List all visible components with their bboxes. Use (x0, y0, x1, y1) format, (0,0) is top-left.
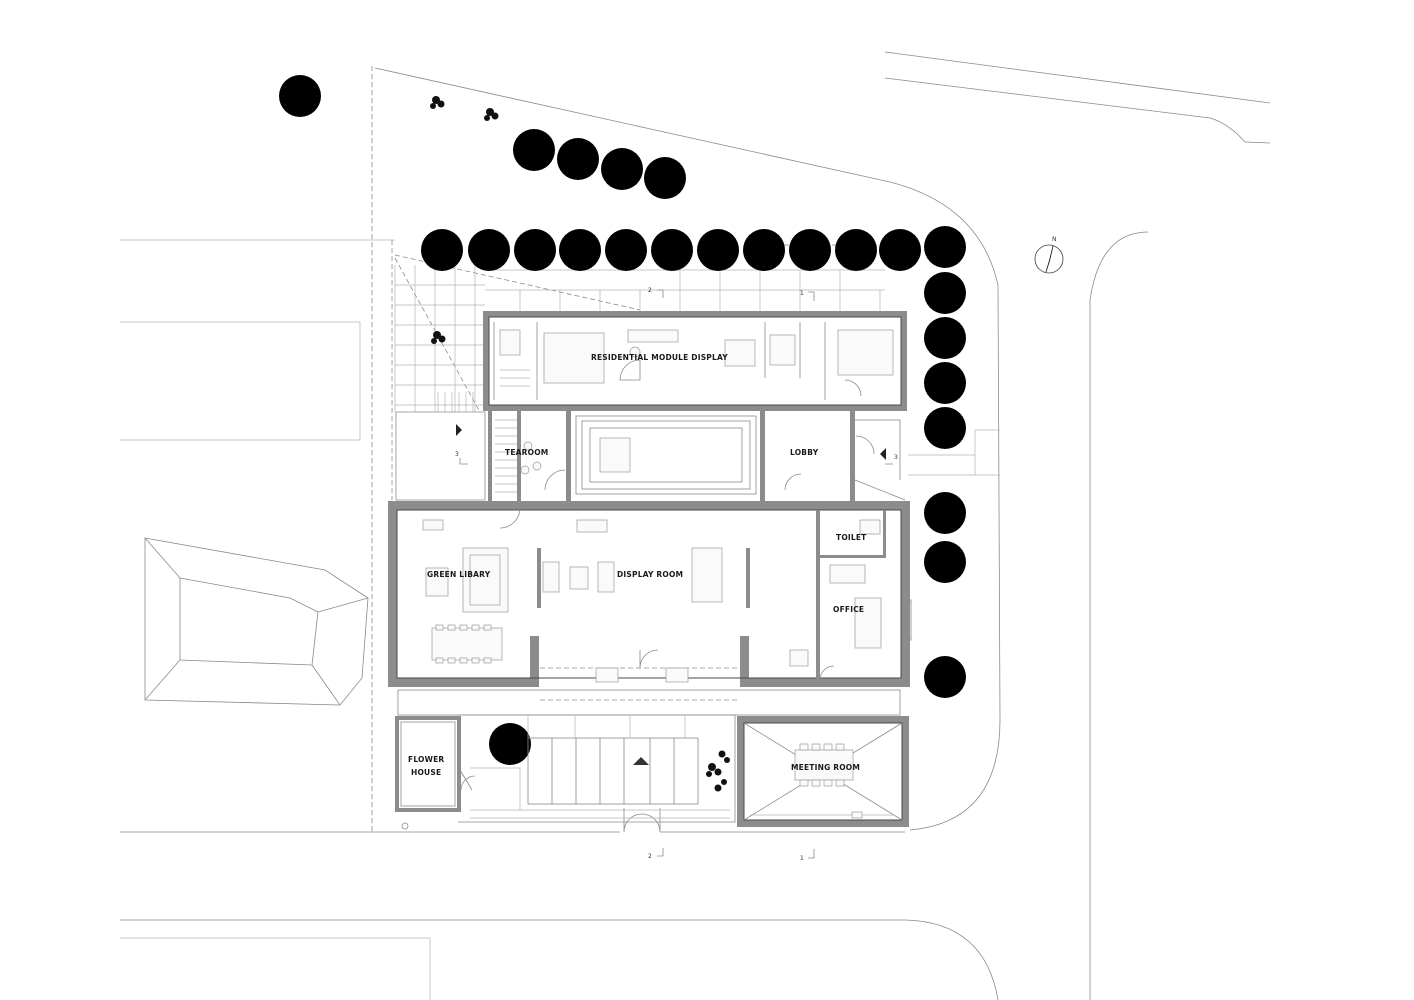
south-terrace (397, 667, 901, 833)
room-label-green-library: GREEN LIBARY (427, 570, 491, 579)
shrub-icon (431, 331, 446, 344)
room-label-tearoom: TEAROOM (505, 448, 548, 457)
tree-icon (279, 75, 321, 117)
tree-icon (924, 492, 966, 534)
meeting-room-block (737, 716, 909, 827)
section-mark-bottom-1: 1 (800, 849, 815, 862)
svg-text:3: 3 (455, 451, 459, 458)
room-label-office: OFFICE (833, 605, 864, 614)
shrubs (430, 96, 730, 792)
tree-icon (743, 229, 785, 271)
tree-icon (924, 226, 966, 268)
tree-icon (924, 541, 966, 583)
tree-icon (605, 229, 647, 271)
tree-icon (559, 229, 601, 271)
residential-module (483, 311, 907, 411)
tree-icon (644, 157, 686, 199)
svg-text:3: 3 (894, 454, 898, 461)
tree-icon (651, 229, 693, 271)
room-label-display-room: DISPLAY ROOM (617, 570, 683, 579)
flower-house (395, 716, 476, 812)
section-mark-bottom-2: 2 (648, 848, 664, 860)
main-hall (388, 501, 912, 687)
site-context (120, 51, 1271, 1000)
tree-icon (924, 362, 966, 404)
tree-icon (924, 317, 966, 359)
room-label-residential: RESIDENTIAL MODULE DISPLAY (591, 353, 728, 362)
tree-icon (924, 656, 966, 698)
tree-icon (557, 138, 599, 180)
svg-text:2: 2 (648, 287, 652, 294)
shrub-icon (430, 96, 445, 109)
tree-icon (789, 229, 831, 271)
tree-icon (421, 229, 463, 271)
middle-block (488, 411, 906, 501)
tree-icon (513, 129, 555, 171)
tree-icon (879, 229, 921, 271)
room-label-meeting-room: MEETING ROOM (791, 763, 860, 772)
room-label-toilet: TOILET (836, 533, 867, 542)
tree-icon (924, 272, 966, 314)
section-mark-top-2: 2 (648, 287, 664, 298)
shrub-icon (714, 779, 727, 792)
shrub-icon (706, 750, 730, 777)
svg-text:1: 1 (800, 855, 804, 862)
tree-icon (489, 723, 531, 765)
tree-icon (468, 229, 510, 271)
room-labels: RESIDENTIAL MODULE DISPLAY TEAROOM LOBBY… (408, 353, 867, 777)
section-mark-right-3: 3 (880, 448, 898, 465)
tree-icon (514, 229, 556, 271)
tree-icon (601, 148, 643, 190)
section-mark-top-1: 1 (800, 290, 815, 301)
tree-icon (924, 407, 966, 449)
north-label: N (1052, 236, 1057, 243)
tree-icon (835, 229, 877, 271)
svg-text:1: 1 (800, 290, 804, 297)
section-markers: 2 1 3 3 2 1 (455, 287, 898, 862)
north-arrow: N (1034, 236, 1064, 274)
tree-icon (697, 229, 739, 271)
section-mark-left-3: 3 (455, 424, 468, 465)
shrub-icon (484, 108, 499, 121)
room-label-flower-house-line2: HOUSE (411, 768, 441, 777)
room-label-lobby: LOBBY (790, 448, 819, 457)
room-label-flower-house-line1: FLOWER (408, 755, 444, 764)
svg-text:2: 2 (648, 853, 652, 860)
